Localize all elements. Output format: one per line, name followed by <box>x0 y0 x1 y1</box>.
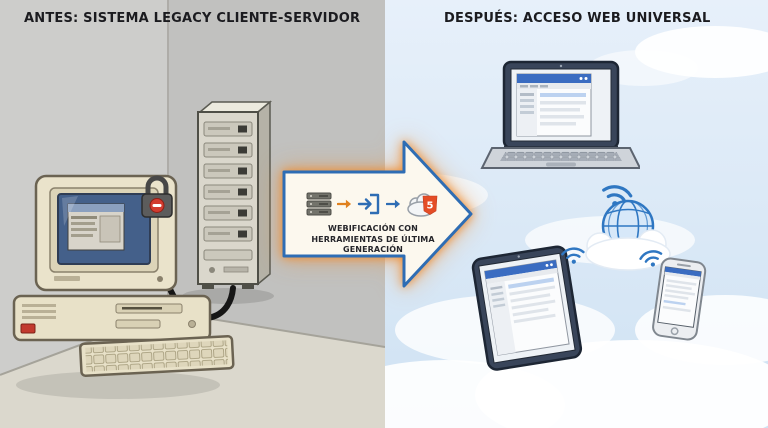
cloud-puffs <box>585 229 671 271</box>
html5-badge-number: 5 <box>426 200 433 211</box>
step-arrow-orange-icon <box>336 199 351 209</box>
tablet-illustration <box>461 238 594 379</box>
web-app-window-graphic <box>484 259 570 356</box>
server-tower-illustration <box>197 100 273 289</box>
tablet-graphic <box>471 245 583 371</box>
arrow-caption: WEBIFICACIÓN CON HERRAMIENTAS DE ÚLTIMA … <box>280 224 466 256</box>
server-stack-icon <box>306 192 331 216</box>
crt-computer-illustration <box>12 174 235 378</box>
webcam-dot <box>559 64 563 68</box>
step-arrow-blue-icon <box>385 199 400 209</box>
home-button <box>670 327 679 336</box>
arrow-caption-line2: HERRAMIENTAS DE ÚLTIMA GENERACIÓN <box>311 234 435 255</box>
right-panel-title: DESPUÉS: ACCESO WEB UNIVERSAL <box>444 11 711 26</box>
transformation-steps: 5 <box>284 190 460 218</box>
smartphone-illustration <box>642 252 716 348</box>
web-app-window-graphic <box>662 266 702 313</box>
laptop-illustration <box>480 60 640 169</box>
keyboard-illustration <box>78 334 235 378</box>
door-export-icon <box>357 193 379 215</box>
globe-cloud-icon <box>585 199 671 271</box>
transformation-arrow: 5 WEBIFICACIÓN CON HERRAMIENTAS DE ÚLTIM… <box>278 130 478 300</box>
html5-cloud-icon: 5 <box>406 192 437 217</box>
desktop-case-illustration <box>12 294 212 342</box>
wifi-icon <box>639 250 663 267</box>
right-panel-after <box>385 0 768 428</box>
denied-badge <box>152 204 162 207</box>
web-app-window-graphic <box>516 73 592 137</box>
wifi-icon <box>561 247 585 264</box>
server-drive-bays <box>203 121 253 242</box>
padlock-icon <box>141 175 173 218</box>
left-panel-title: ANTES: SISTEMA LEGACY CLIENTE-SERVIDOR <box>24 11 361 26</box>
smartphone-graphic <box>652 257 707 341</box>
arrow-caption-line1: WEBIFICACIÓN CON <box>328 224 418 233</box>
legacy-app-window-graphic <box>67 203 125 251</box>
